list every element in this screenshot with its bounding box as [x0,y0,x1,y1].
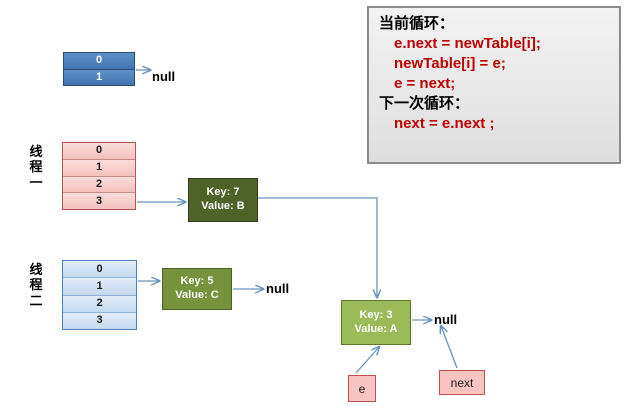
thread-one-label-char: 一 [29,174,43,190]
resized-table-top: 0 1 [63,52,135,86]
table-row: 0 [63,143,135,160]
thread-one-label-char: 线 [29,144,43,159]
table-row: 3 [63,193,135,209]
arrow-next-to-null [441,326,458,369]
variable-e-label: e [358,381,366,396]
annotation-line: e = next; [394,74,456,92]
node-key3-value: Value: A [354,322,398,335]
table-row: 1 [63,278,136,296]
table-row: 1 [63,159,135,177]
node-key5-key: Key: 5 [180,275,214,288]
null-label-key3: null [434,312,458,327]
thread-one-table: 0 1 2 3 [62,142,136,210]
table-row: 2 [63,295,136,313]
variable-e: e [348,375,376,402]
thread-two-table: 0 1 2 3 [62,260,137,330]
annotation-line: newTable[i] = e; [394,54,506,72]
node-key7: Key: 7 Value: B [188,178,258,222]
table-row: 0 [63,261,136,279]
node-key3-key: Key: 3 [359,308,393,321]
null-label-key5: null [266,281,290,296]
table-row: 1 [64,69,134,85]
thread-two-label-char: 线 [29,262,43,277]
node-key3: Key: 3 Value: A [341,300,411,345]
node-key7-value: Value: B [201,200,245,212]
table-row: 3 [63,312,136,329]
table-row: 2 [63,176,135,194]
thread-one-label: 线 程 一 [26,144,46,190]
node-key5: Key: 5 Value: C [162,268,232,310]
null-label-top: null [152,69,176,84]
table-row: 0 [64,53,134,70]
arrow-e-to-key3 [355,347,379,374]
annotation-line: next = e.next ; [394,114,495,132]
thread-two-label-char: 程 [29,277,43,293]
thread-one-label-char: 程 [29,159,43,175]
variable-next: next [439,370,485,395]
loop-annotation-panel: 当前循环： e.next = newTable[i]; newTable[i] … [367,6,621,164]
annotation-line: 下一次循环： [379,94,470,112]
thread-two-label: 线 程 二 [26,262,46,308]
annotation-line: 当前循环： [379,15,455,32]
node-key7-key: Key: 7 [206,186,240,199]
annotation-line: e.next = newTable[i]; [394,34,541,52]
thread-two-label-char: 二 [29,292,43,308]
variable-next-label: next [450,375,474,390]
node-key5-value: Value: C [175,289,219,301]
